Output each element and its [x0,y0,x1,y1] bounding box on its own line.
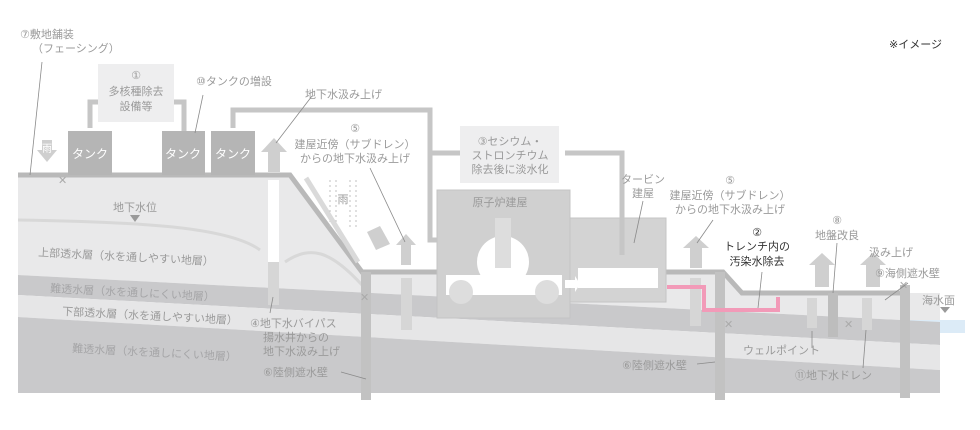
well-point [807,298,817,328]
suppression-chamber-left [449,280,473,304]
label-land-wall-left: ⑥陸側遮水壁 [263,365,328,379]
up-arrow-icon [860,253,886,287]
up-arrow-icon [396,234,416,265]
ground-improvement [828,293,838,337]
turbine-building [569,217,667,303]
label-ground-improve: 地盤改良 [815,228,859,242]
pipe-reactor-loop [427,160,437,243]
runoff-line [303,176,361,264]
label-reactor-building: 原子炉建屋 [473,195,528,209]
up-arrow-icon [683,236,709,268]
reactor-core [495,218,511,268]
rain-dots [329,180,357,230]
down-arrow-icon [367,226,390,250]
label-subdrain-num: ⑤ [350,122,360,135]
label-land-wall-right: ⑥陸側遮水壁 [622,358,687,372]
tank-1: タンク [68,131,112,175]
rain-label-slope: 雨 [338,193,349,206]
label-cesium-3: 除去後に淡水化 [472,162,549,176]
land-side-wall-right [715,272,725,400]
label-sea-wall: ⑨海側遮水壁 [875,266,940,280]
blocked-x-icon: ✕ [58,174,67,187]
label-bypass: ④地下水バイパス [250,317,337,330]
low-permeable-layer-2 [18,317,940,393]
rain-label: 雨 [42,144,52,155]
label-sea-level: 海水面 [922,293,955,307]
groundwater-level-line [17,218,364,287]
pipe-tank-to-alps [87,99,98,128]
subdrain-well-left [401,278,412,330]
leader-lines [29,61,909,380]
label-trench-2: 汚染水除去 [730,254,785,268]
pipe-cesium-to-tank [230,107,460,156]
alps-box [98,64,174,122]
groundwater-drain [862,298,872,330]
bypass-well-screen [268,262,279,305]
label-subdrain: 建屋近傍（サブドレン） [295,137,416,151]
label-well-point: ウェルポイント [743,344,820,357]
label-subdrain-right-sub: からの地下水汲み上げ [675,203,785,216]
tank-label: タンク [72,147,108,161]
sea-level-marker [940,307,950,313]
label-turbine-2: 建屋 [632,186,654,200]
trench-pink [667,285,780,312]
blocked-flow-icons: ✕ ✕ ✕ ✕ [360,279,908,331]
label-alps-sub: 設備等 [120,99,153,113]
flow-arrow-icon [565,276,580,292]
pump-up-arrows [261,138,886,287]
tank-label: タンク [165,147,201,161]
label-subdrain-right: 建屋近傍（サブドレン） [670,188,791,202]
label-paving: ⑦敷地舗装 [20,27,74,41]
label-alps-num: ① [131,69,141,82]
image-note: ※イメージ [889,38,942,51]
label-cesium: ③セシウム・ [478,135,543,148]
label-bypass-3: 地下水汲み上げ [263,345,340,358]
label-subdrain-sub: からの地下水汲み上げ [300,152,410,165]
bypass-well [268,180,279,305]
sea-side-wall [900,285,910,398]
up-arrow-icon [261,138,287,172]
tank-3: タンク [211,131,255,175]
lower-permeable-layer [18,295,940,370]
land-side-wall-left [361,272,371,400]
rain-arrow-icon: 雨 [37,140,57,162]
label-groundwater-level: 地下水位 [113,200,157,214]
up-arrow-icon [809,253,835,287]
svg-text:✕: ✕ [360,291,369,304]
turbine-basement [578,268,658,288]
label-subdrain-right-num: ⑤ [725,174,735,187]
groundwater-level-marker [130,215,140,222]
label-cesium-2: ストロンチウム [472,149,549,162]
label-turbine: タービン [621,173,665,186]
label-trench-num: ② [752,226,762,239]
label-alps: 多核種除去 [109,84,164,98]
label-ground-improve-num: ⑧ [832,214,842,227]
tank-2: タンク [162,131,205,175]
label-bypass-2: 揚水井からの [263,330,329,344]
tank-label: タンク [215,147,251,161]
label-trench: トレンチ内の [724,239,790,253]
suppression-chamber-right [535,280,559,304]
label-paving-sub: （フェーシング） [32,41,120,55]
subdrain-well-right [690,278,701,326]
svg-text:✕: ✕ [844,318,853,331]
pipe-turbine-to-cesium [565,150,625,255]
label-tank-add: ⑩タンクの増設 [196,74,272,88]
pipe-alps-to-tank [174,99,187,131]
upper-permeable-layer [18,175,940,322]
label-pump-up: 地下水汲み上げ [305,88,382,101]
cesium-box [460,126,559,183]
label-groundwater-drain: ⑪地下水ドレン [795,369,872,382]
svg-text:✕: ✕ [724,318,733,331]
svg-text:✕: ✕ [899,279,908,292]
label-pump-up-right: 汲み上げ [869,246,913,259]
